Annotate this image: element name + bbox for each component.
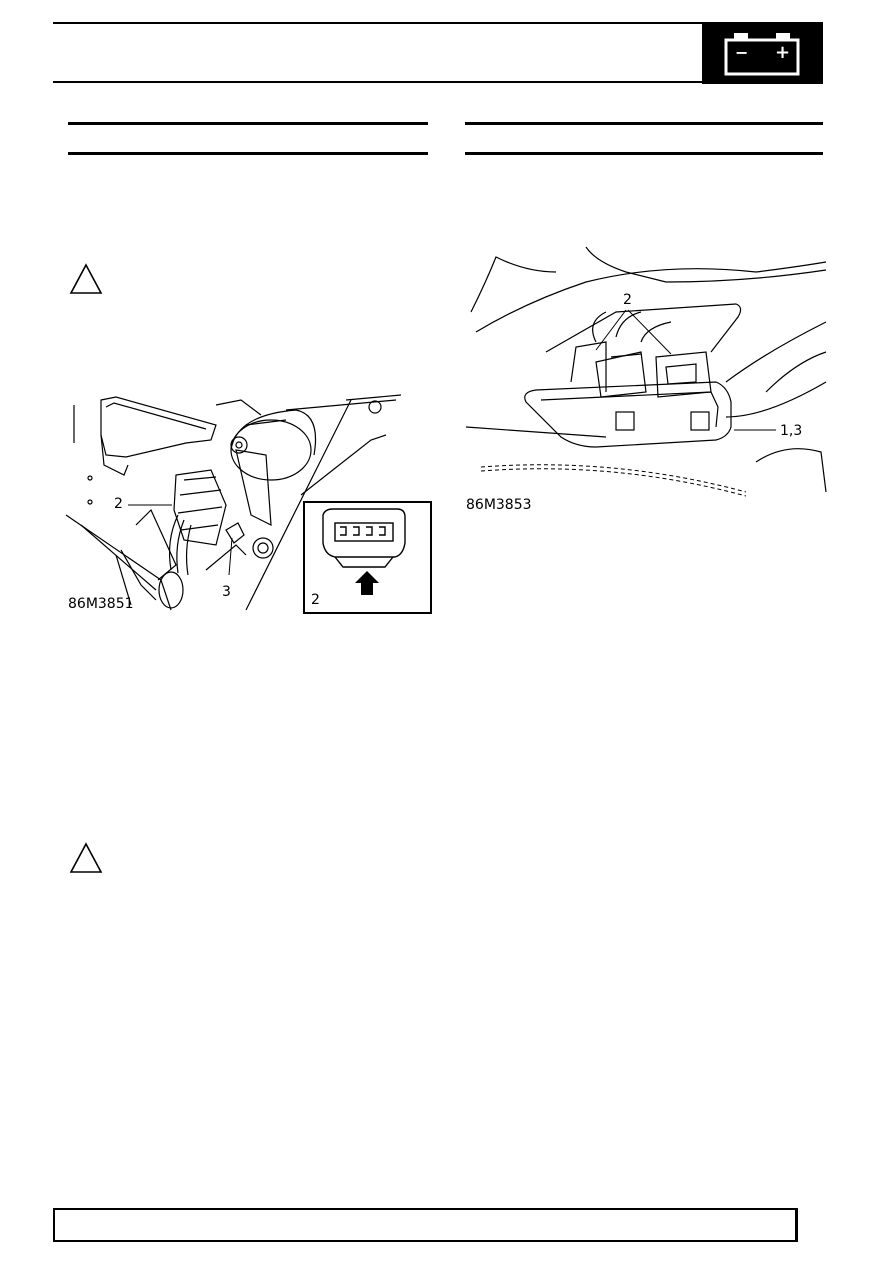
warning-triangle-icon [69,842,103,873]
inset-callout-2: 2 [311,592,320,608]
header-bottom-rule [53,81,703,83]
left-figure-illustration [65,394,402,611]
battery-icon-block: − + [702,22,823,84]
figure-ref-right: 86M3853 [466,497,532,513]
connector-inset-illustration [322,508,406,595]
callout-1-3-right: 1,3 [780,423,803,439]
left-section-rule-top [68,122,428,125]
connector-inset-box [303,501,432,614]
figure-ref-left: 86M3851 [68,596,134,612]
callout-2-left: 2 [114,496,123,512]
battery-icon [724,33,800,76]
right-section-rule-bottom [465,152,823,155]
left-section-rule-bottom [68,152,428,155]
callout-3-left: 3 [222,584,231,600]
callout-2-right: 2 [623,292,632,308]
battery-plus-sign: + [775,42,791,63]
footer-box [53,1208,798,1242]
warning-triangle-icon [69,263,103,294]
right-figure-illustration [465,246,827,497]
battery-minus-sign: − [735,43,749,62]
header-top-rule [53,22,703,24]
right-section-rule-top [465,122,823,125]
